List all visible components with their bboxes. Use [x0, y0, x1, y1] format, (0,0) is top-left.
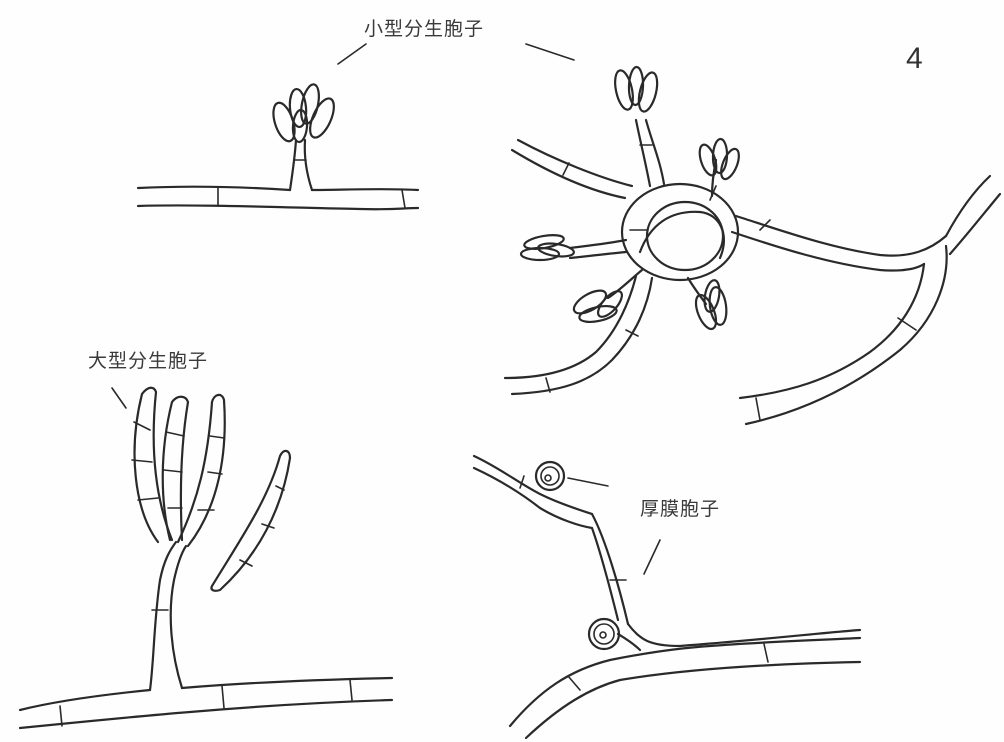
detached-macroconidium: [210, 449, 292, 592]
microconidia-cluster-1: [272, 83, 335, 144]
microconidia-conidiophore-simple: [136, 43, 420, 211]
label-chlamydospores: 厚膜胞子: [640, 498, 721, 520]
coiled-hypha-with-microconidia: [503, 43, 1002, 426]
macroconidia-conidiophore: [18, 386, 394, 730]
plate-number: 4: [906, 42, 923, 75]
chlamydospore-intercalary: [587, 617, 621, 651]
microconidia-cluster-3: [698, 137, 740, 181]
chlamydospore-terminal: [534, 460, 566, 492]
microconidia-cluster-6: [694, 279, 728, 331]
microconidia-cluster-5: [572, 289, 624, 324]
label-microconidia: 小型分生胞子: [364, 18, 485, 40]
microconidia-cluster-4: [519, 234, 575, 262]
chlamydospore-hyphae: [472, 454, 862, 740]
microconidia-cluster-2: [614, 65, 659, 113]
label-macroconidia: 大型分生胞子: [88, 350, 209, 372]
